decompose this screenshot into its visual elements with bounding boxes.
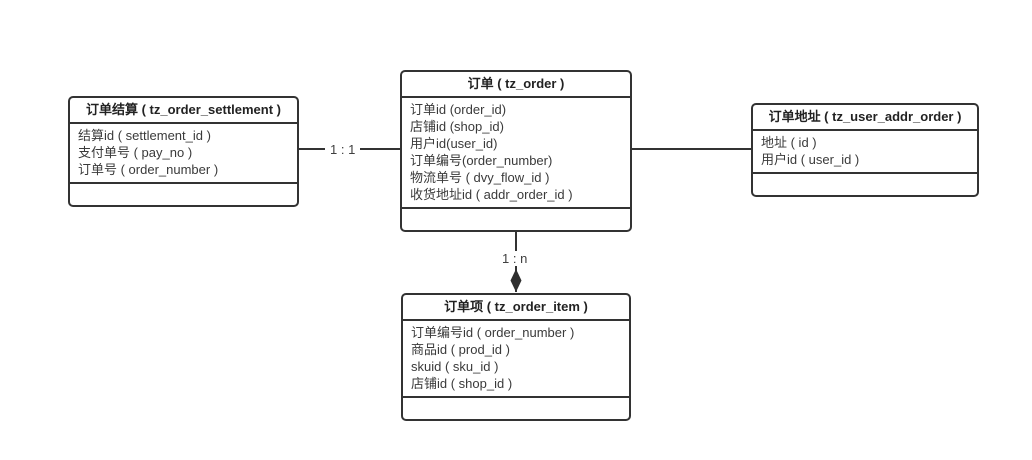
entity-user-addr-order-fields: 地址 ( id ) 用户id ( user_id ) (753, 131, 977, 172)
filled-diamond-arrow (510, 269, 522, 292)
field-dvy-flow-id: 物流单号 ( dvy_flow_id ) (410, 170, 550, 185)
field-order-id: 订单id (order_id) (410, 102, 507, 117)
field-settlement-id: 结算id ( settlement_id ) (78, 128, 211, 143)
field-item-shop-id: 店铺id ( shop_id ) (411, 376, 513, 391)
field-shop-id: 店铺id (shop_id) (410, 119, 504, 134)
field-prod-id: 商品id ( prod_id ) (411, 342, 510, 357)
field-pay-no: 支付单号 ( pay_no ) (78, 145, 193, 160)
entity-order-settlement-title: 订单结算 ( tz_order_settlement ) (70, 98, 297, 124)
entity-order-settlement: 订单结算 ( tz_order_settlement ) 结算id ( sett… (68, 96, 299, 207)
entity-order: 订单 ( tz_order ) 订单id (order_id) 店铺id (sh… (400, 70, 632, 232)
entity-order-item-title: 订单项 ( tz_order_item ) (403, 295, 629, 321)
entity-order-item-fields: 订单编号id ( order_number ) 商品id ( prod_id )… (403, 321, 629, 396)
entity-order-fields: 订单id (order_id) 店铺id (shop_id) 用户id(user… (402, 98, 630, 207)
field-order-number: 订单编号(order_number) (410, 153, 553, 168)
entity-order-footer (402, 207, 630, 230)
entity-user-addr-order-footer (753, 172, 977, 195)
relation-label-1-1: 1 : 1 (325, 142, 361, 157)
entity-order-settlement-fields: 结算id ( settlement_id ) 支付单号 ( pay_no ) 订… (70, 124, 297, 182)
field-addr-user-id: 用户id ( user_id ) (761, 152, 860, 167)
field-addr-order-id: 收货地址id ( addr_order_id ) (410, 187, 573, 202)
entity-order-settlement-footer (70, 182, 297, 205)
field-sku-id: skuid ( sku_id ) (411, 359, 499, 374)
entity-user-addr-order: 订单地址 ( tz_user_addr_order ) 地址 ( id ) 用户… (751, 103, 979, 197)
relation-label-1-n: 1 : n (497, 251, 533, 266)
entity-order-title: 订单 ( tz_order ) (402, 72, 630, 98)
field-item-order-number: 订单编号id ( order_number ) (411, 325, 575, 340)
entity-order-item-footer (403, 396, 629, 419)
field-order-number: 订单号 ( order_number ) (78, 162, 219, 177)
entity-order-item: 订单项 ( tz_order_item ) 订单编号id ( order_num… (401, 293, 631, 421)
field-user-id: 用户id(user_id) (410, 136, 498, 151)
field-addr-id: 地址 ( id ) (761, 135, 817, 150)
entity-user-addr-order-title: 订单地址 ( tz_user_addr_order ) (753, 105, 977, 131)
